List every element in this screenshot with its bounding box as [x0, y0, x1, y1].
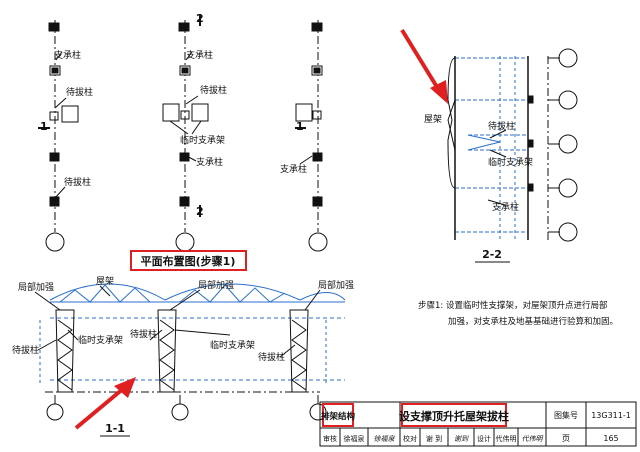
- page-label: 页: [562, 434, 570, 443]
- sign-cell: 校对: [403, 434, 417, 443]
- support-column-mark: [49, 152, 60, 162]
- pull-column-mark: [49, 111, 59, 121]
- label-temp-frame: 临时支承架: [78, 334, 123, 346]
- category-highlight: [322, 403, 354, 427]
- plan-labels: 支承柱 支承柱 待拔柱 待拔柱 临时支承架 支承柱 支承柱 待拔柱 2 2 1 …: [40, 12, 307, 218]
- axis-bubble: [45, 232, 65, 252]
- temp-frame-mark: [191, 103, 209, 122]
- label-roof-frame: 屋架: [96, 276, 114, 287]
- axis-bubble: [308, 232, 328, 252]
- note-line-2: 加强，对支承柱及地基基础进行验算和加固。: [448, 316, 618, 327]
- label-pull-column: 待拔柱: [200, 84, 227, 96]
- section-1-1-title: 1-1: [105, 422, 125, 435]
- axis-bubble: [175, 232, 195, 252]
- cut-mark-1: 1: [40, 120, 48, 133]
- label-temp-frame: 临时支承架: [210, 339, 255, 351]
- label-local-reinforce: 局部加强: [18, 281, 54, 293]
- title-highlight: [401, 403, 507, 427]
- pull-column-mark: [180, 110, 190, 120]
- sign-cell: 代伟明: [496, 434, 517, 443]
- atlas-number: 13G311-1: [591, 411, 631, 420]
- plan-view: [38, 14, 328, 252]
- plan-title-highlight: [130, 250, 247, 271]
- support-column-mark: [178, 22, 190, 32]
- axis-bubble: [309, 403, 327, 421]
- sign-cell: 谢 到: [426, 434, 442, 443]
- page-number: 165: [603, 434, 618, 443]
- label-support-column: 支承柱: [280, 163, 307, 175]
- label-local-reinforce: 局部加强: [318, 279, 354, 291]
- axis-bubble: [558, 178, 578, 198]
- cut-mark-2: 2: [196, 205, 204, 218]
- label-temp-frame: 临时支承架: [488, 156, 533, 168]
- pull-column-mark: [312, 110, 322, 120]
- label-pull-column: 待拔柱: [64, 176, 91, 188]
- label-support-column: 支承柱: [186, 49, 213, 61]
- label-pull-column: 待拔柱: [12, 344, 39, 356]
- signature: 徐福泉: [374, 435, 396, 443]
- axis-bubble: [558, 48, 578, 68]
- note-line-1: 步骤1: 设置临时性支撑架，对屋架顶升点进行局部: [418, 300, 608, 311]
- label-support-column: 支承柱: [492, 201, 519, 213]
- label-pull-column: 待拔柱: [258, 351, 285, 363]
- temp-frame-mark: [162, 103, 180, 122]
- signature: 代伟明: [522, 435, 544, 443]
- note-block: 步骤1: 设置临时性支撑架，对屋架顶升点进行局部 加强，对支承柱及地基基础进行验…: [418, 300, 618, 327]
- title-block: 排架结构 设支撑顶升托屋架拔柱 图集号 13G311-1 页 165 审核 徐福…: [319, 401, 637, 447]
- label-pull-column: 待拔柱: [66, 86, 93, 98]
- atlas-label: 图集号: [554, 410, 578, 420]
- axis-bubble: [558, 134, 578, 154]
- sign-cell: 徐福泉: [344, 434, 365, 443]
- sign-cell: 设计: [477, 434, 491, 443]
- support-column-mark: [312, 152, 323, 162]
- cut-mark-2: 2: [196, 12, 204, 25]
- label-pull-column: 待拔柱: [130, 328, 157, 340]
- sign-cell: 审核: [323, 434, 337, 443]
- support-column-mark: [179, 196, 190, 207]
- temp-frame-mark: [295, 103, 313, 122]
- plan-title: 平面布置图(步骤1): [141, 254, 236, 268]
- label-support-column: 支承柱: [54, 49, 81, 61]
- temp-frame-mark: [61, 105, 79, 123]
- category-text: 排架结构: [321, 411, 356, 422]
- label-temp-frame: 临时支承架: [180, 134, 225, 146]
- label-roof-frame: 屋架: [424, 114, 442, 125]
- label-support-column: 支承柱: [196, 156, 223, 168]
- label-pull-column: 待拔柱: [488, 120, 515, 132]
- section-2-2-title: 2-2: [482, 248, 502, 261]
- signature: 谢到: [454, 435, 469, 443]
- red-arrow-bottom: [74, 377, 136, 430]
- cut-mark-1: 1: [296, 120, 304, 133]
- red-arrow-top: [400, 28, 448, 104]
- drawing-title: 设支撑顶升托屋架拔柱: [399, 409, 509, 423]
- support-column-mark: [49, 196, 60, 207]
- axis-bubble: [46, 403, 64, 421]
- axis-bubble: [558, 90, 578, 110]
- support-column-mark: [48, 22, 60, 32]
- label-local-reinforce: 局部加强: [198, 279, 234, 291]
- section-1-1: 局部加强 屋架 局部加强 局部加强 待拔柱 临时支承架 待拔柱 临时支承架 待拔…: [12, 276, 354, 437]
- axis-bubble: [171, 403, 189, 421]
- section-2-2: 屋架 待拔柱 临时支承架 支承柱 2-2: [424, 48, 578, 263]
- support-column-mark: [311, 22, 323, 32]
- support-column-mark: [312, 196, 323, 207]
- axis-bubble: [558, 222, 578, 242]
